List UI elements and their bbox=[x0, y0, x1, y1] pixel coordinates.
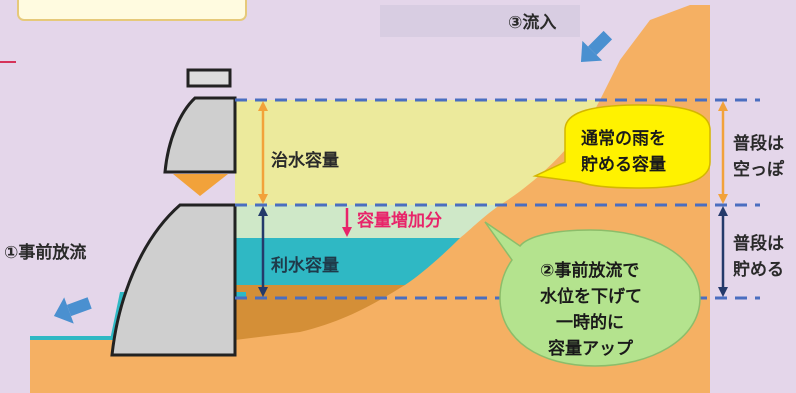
usually-empty-label-2: 空っぽ bbox=[733, 159, 785, 180]
yellow-bubble-line1: 通常の雨を bbox=[581, 128, 666, 149]
water-use-capacity-label: 利水容量 bbox=[271, 255, 339, 276]
water-use-zone bbox=[235, 238, 460, 285]
dam-upper-block bbox=[163, 96, 237, 174]
green-bubble bbox=[484, 221, 701, 367]
yellow-bubble-line2: 貯める容量 bbox=[581, 154, 666, 175]
green-bubble-line1: ②事前放流で bbox=[540, 260, 639, 281]
green-bubble-line4: 容量アップ bbox=[548, 338, 634, 359]
usually-store-label-2: 貯める bbox=[733, 259, 784, 280]
flood-control-zone bbox=[235, 100, 600, 205]
capacity-increase-label: 容量増加分 bbox=[357, 210, 442, 231]
dam-crest-cap bbox=[186, 68, 232, 88]
inflow-arrow-icon bbox=[580, 30, 613, 63]
downstream-river bbox=[30, 336, 116, 340]
usually-empty-label-1: 普段は bbox=[733, 133, 784, 154]
pre-release-label: ①事前放流 bbox=[4, 242, 86, 263]
inflow-label: ③流入 bbox=[508, 12, 556, 33]
outflow-arrow-icon bbox=[53, 297, 92, 324]
dam-spillway-gate bbox=[173, 174, 228, 196]
green-bubble-line3: 一時的に bbox=[556, 312, 624, 333]
usually-store-label-1: 普段は bbox=[733, 233, 784, 254]
top-left-note-box bbox=[17, 0, 247, 21]
green-bubble-line2: 水位を下げて bbox=[540, 286, 642, 307]
top-banner bbox=[380, 5, 580, 37]
yellow-bubble bbox=[532, 104, 711, 189]
flood-capacity-label: 治水容量 bbox=[271, 150, 339, 171]
dam-lower-block bbox=[110, 203, 237, 357]
capacity-increase-zone bbox=[235, 205, 500, 238]
